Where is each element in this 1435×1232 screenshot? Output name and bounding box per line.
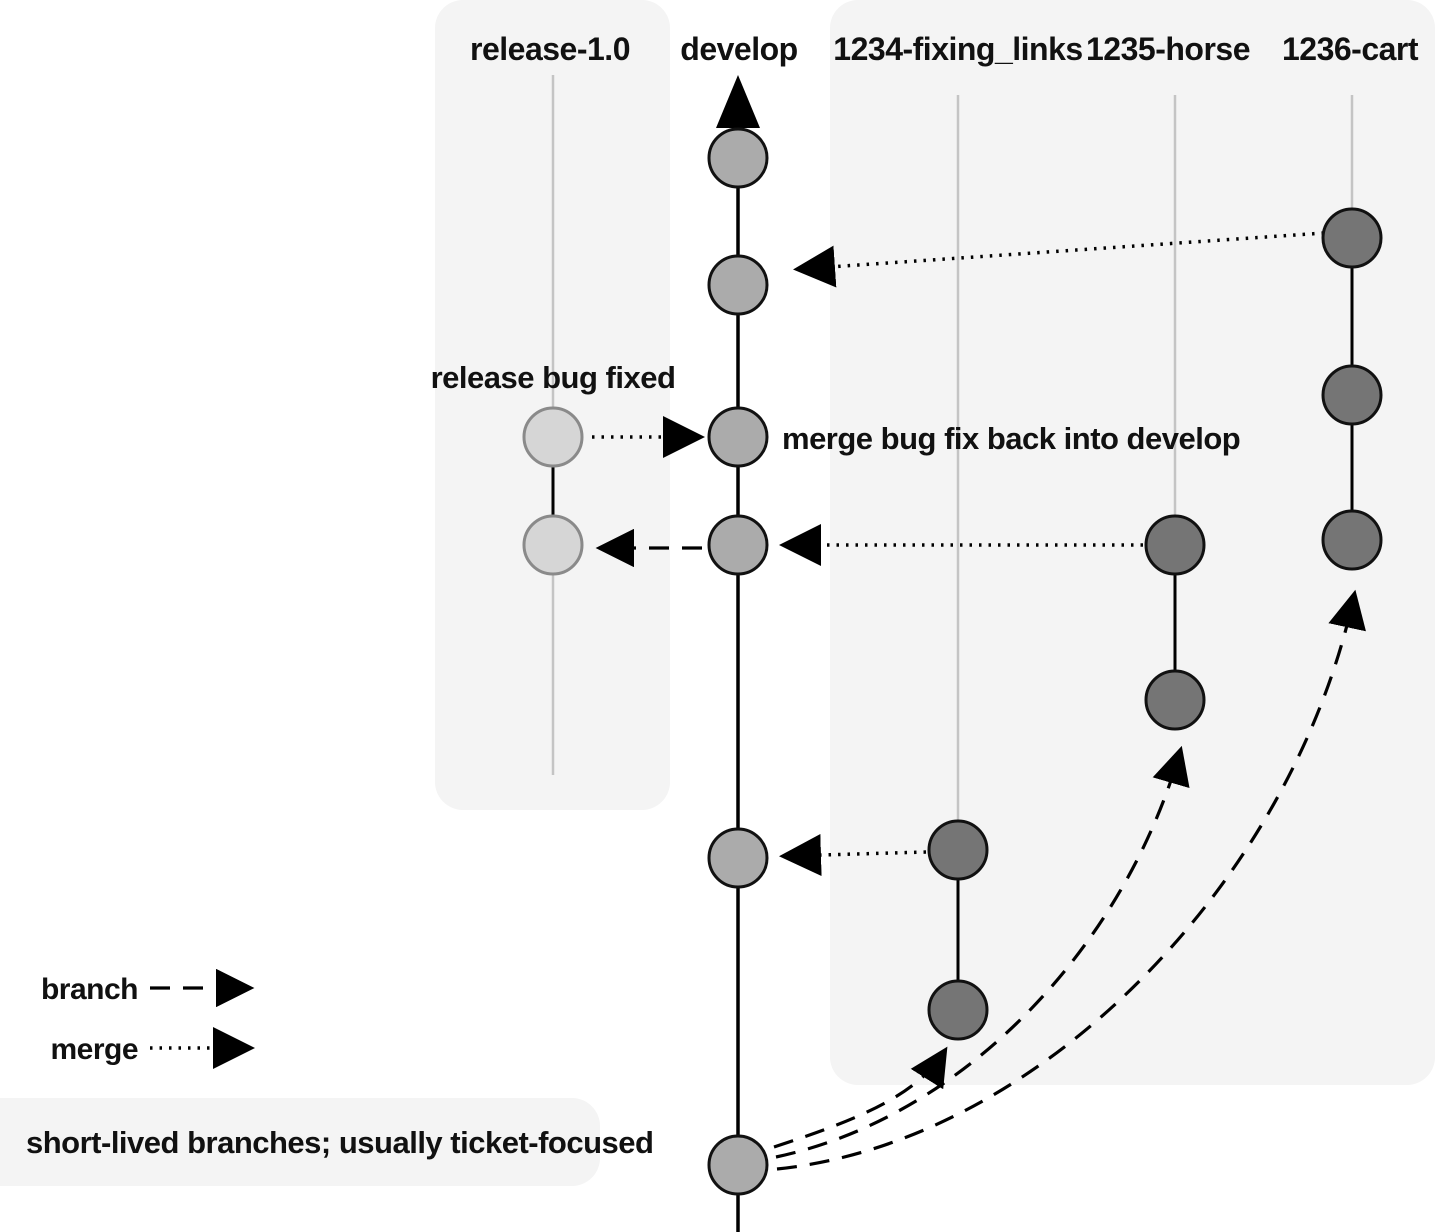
branch-curve-develop-to-links <box>773 1046 948 1149</box>
commit-node <box>707 514 769 576</box>
commit-node <box>707 127 769 189</box>
commit-node <box>522 406 584 468</box>
commit-node <box>1321 364 1383 426</box>
diagram-caption: short-lived branches; usually ticket-foc… <box>26 1125 653 1160</box>
develop-up-arrowhead-icon <box>716 75 760 128</box>
branch-curve-develop-to-horse <box>775 745 1190 1159</box>
annotation-merge-bug-fix: merge bug fix back into develop <box>782 421 1240 456</box>
commit-node <box>707 254 769 316</box>
branch-curve-develop-to-cart <box>776 589 1366 1171</box>
release-commits <box>522 406 584 576</box>
branch-label-release: release-1.0 <box>470 31 630 67</box>
merge-arrows <box>592 231 1325 876</box>
branch-arrows <box>595 528 1366 1171</box>
annotation-release-bug-fixed: release bug fixed <box>431 360 676 395</box>
branch-label-develop: develop <box>680 31 797 67</box>
legend-merge-label: merge <box>50 1033 138 1066</box>
develop-commits <box>707 127 769 1196</box>
commit-node <box>927 819 989 881</box>
legend-branch-label: branch <box>41 973 138 1006</box>
feature-commits <box>927 207 1383 1041</box>
commit-node <box>1321 509 1383 571</box>
branch-label-fixing-links: 1234-fixing_links <box>833 31 1082 67</box>
commit-node <box>1144 669 1206 731</box>
merge-arrow-cart-to-develop <box>793 231 1325 288</box>
feature-branches-panel <box>830 0 1435 1085</box>
branch-label-cart: 1236-cart <box>1282 31 1419 67</box>
caption-panel <box>0 1098 600 1186</box>
commit-node <box>522 514 584 576</box>
commit-node <box>1144 514 1206 576</box>
commit-node <box>707 1134 769 1196</box>
branch-label-horse: 1235-horse <box>1086 31 1250 67</box>
commit-node <box>707 827 769 889</box>
commit-node <box>1321 207 1383 269</box>
commit-node <box>707 406 769 468</box>
commit-node <box>927 979 989 1041</box>
